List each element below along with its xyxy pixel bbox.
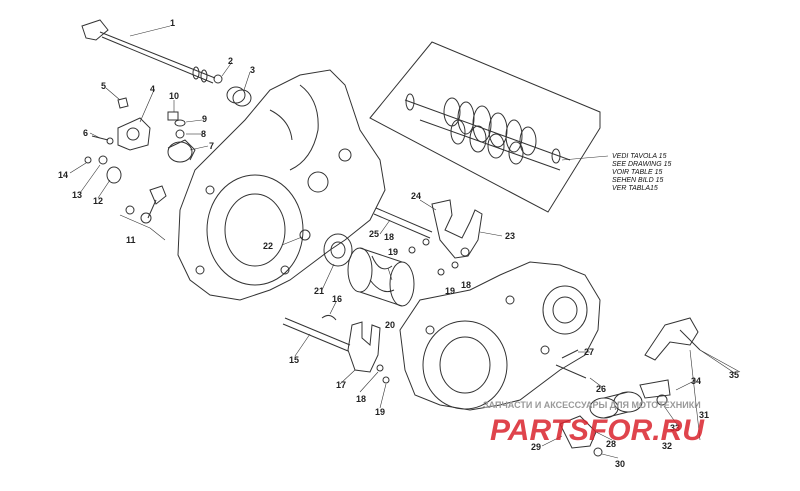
label-25: 25 — [369, 229, 379, 239]
gearbox-inset-panel — [369, 41, 601, 213]
label-15: 15 — [289, 355, 299, 365]
part-12-spring — [106, 166, 122, 184]
watermark-brand: PARTSFOR.RU — [490, 414, 705, 447]
label-23: 23 — [505, 231, 515, 241]
part-11-lever — [119, 185, 167, 241]
part-8-roller — [175, 129, 185, 139]
leader-lines — [69, 25, 737, 459]
part-20-shift-drum — [347, 247, 415, 307]
crankcase-right-bore — [422, 320, 508, 410]
part-33-cap — [656, 394, 668, 406]
part-26-pin — [555, 364, 587, 379]
part-9-washer — [174, 119, 186, 127]
label-6: 6 — [83, 128, 88, 138]
label-3: 3 — [250, 65, 255, 75]
watermark-tagline: ЗАПЧАСТИ И АКСЕССУАРЫ ДЛЯ МОТОТЕХНИКИ — [483, 400, 701, 410]
crankcase-right-half — [399, 261, 601, 411]
part-2-3-seal-bushing — [213, 74, 252, 107]
reference-note-line-2: SEE DRAWING 15 — [612, 161, 671, 168]
label-16: 16 — [332, 294, 342, 304]
part-4-plate — [117, 117, 151, 151]
reference-note-line-5: VER TABLA15 — [612, 185, 658, 192]
part-30-screw — [593, 447, 603, 457]
part-29-cover — [559, 415, 597, 449]
part-23-24-shift-forks — [431, 199, 483, 259]
label-8: 8 — [201, 129, 206, 139]
reference-note-line-4: SEHEN BILD 15 — [612, 177, 663, 184]
part-1-shift-shaft — [81, 19, 216, 84]
crankcase-left-half — [177, 69, 386, 301]
label-29: 29 — [531, 442, 541, 452]
part-27-screw — [561, 349, 579, 359]
part-17-shift-fork — [347, 321, 381, 373]
label-18-right: 18 — [461, 280, 471, 290]
label-22: 22 — [263, 241, 273, 251]
reference-note: VEDI TAVOLA 15 SEE DRAWING 15 VOIR TABLE… — [612, 153, 671, 192]
label-28: 28 — [606, 439, 616, 449]
part-5-screw — [117, 97, 129, 109]
watermark: ЗАПЧАСТИ И АКСЕССУАРЫ ДЛЯ МОТОТЕХНИКИ PA… — [483, 400, 705, 447]
part-25-fork-shaft — [373, 207, 433, 239]
label-24: 24 — [411, 191, 421, 201]
label-35: 35 — [729, 370, 739, 380]
label-20: 20 — [385, 320, 395, 330]
reference-note-line-1: VEDI TAVOLA 15 — [612, 153, 667, 160]
part-19-clip-c — [382, 376, 390, 384]
part-18-roller-a — [422, 238, 430, 246]
label-7: 7 — [209, 141, 214, 151]
label-11: 11 — [126, 235, 136, 245]
label-1: 1 — [170, 18, 175, 28]
part-22-pin — [299, 229, 311, 241]
label-18-lower: 18 — [356, 394, 366, 404]
label-26: 26 — [596, 384, 606, 394]
part-14-clip — [84, 156, 92, 164]
label-27: 27 — [584, 347, 594, 357]
label-17: 17 — [336, 380, 346, 390]
inset-leader — [561, 155, 609, 161]
label-19-middle: 19 — [445, 286, 455, 296]
label-21: 21 — [314, 286, 324, 296]
label-30: 30 — [615, 459, 625, 469]
label-19-upper: 19 — [388, 247, 398, 257]
label-34: 34 — [691, 376, 701, 386]
part-10-pin — [167, 111, 179, 121]
label-4: 4 — [150, 84, 155, 94]
gearbox-cluster — [404, 93, 571, 171]
label-2: 2 — [228, 56, 233, 66]
part-35-lever — [644, 317, 699, 361]
part-13-washer — [98, 155, 108, 165]
label-33: 33 — [670, 423, 680, 433]
part-7-selector — [167, 139, 196, 163]
part-21-cam-plate — [323, 233, 353, 267]
part-number-labels: 1 2 3 4 5 6 7 8 9 10 11 12 13 14 15 16 1… — [58, 18, 739, 469]
part-19-clip-a — [408, 246, 416, 254]
part-18-roller-c — [376, 364, 384, 372]
label-10: 10 — [169, 91, 179, 101]
label-18-upper: 18 — [384, 232, 394, 242]
reference-note-line-3: VOIR TABLE 15 — [612, 169, 663, 176]
label-19-lower: 19 — [375, 407, 385, 417]
label-13: 13 — [72, 190, 82, 200]
label-9: 9 — [202, 114, 207, 124]
part-34-sensor — [639, 379, 671, 399]
part-18-roller-b — [451, 261, 459, 269]
label-5: 5 — [101, 81, 106, 91]
label-12: 12 — [93, 196, 103, 206]
label-32: 32 — [662, 441, 672, 451]
label-14: 14 — [58, 170, 68, 180]
label-31: 31 — [699, 410, 709, 420]
part-19-clip-b — [437, 268, 445, 276]
part-16-clip — [321, 314, 337, 321]
part-15-fork-shaft — [282, 317, 351, 352]
